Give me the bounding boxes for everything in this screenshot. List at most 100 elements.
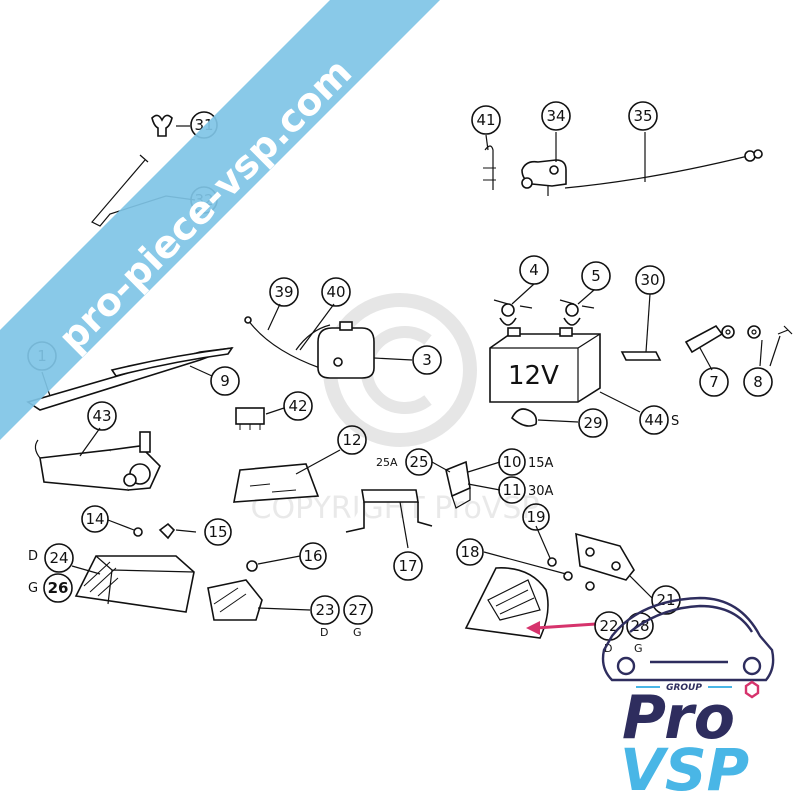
part-42-relay	[235, 407, 285, 430]
callout-27[interactable]: 27	[343, 595, 373, 625]
part-39-hose	[244, 303, 321, 369]
callout-11-label: 11	[502, 481, 521, 499]
callout-17-label: 17	[398, 557, 417, 575]
callout-17[interactable]: 17	[393, 551, 423, 581]
callout-22[interactable]: 22	[594, 611, 624, 641]
part-43-wiper-motor	[34, 427, 161, 491]
part-29-tab	[511, 408, 579, 427]
callout-43[interactable]: 43	[87, 401, 117, 431]
part-21-plate	[575, 532, 653, 599]
part-14-bulb	[107, 519, 143, 537]
callout-5-label: 5	[591, 267, 601, 285]
part-25-fuse-holder	[431, 460, 501, 509]
callout-44-label: 44	[644, 411, 663, 429]
fuse-25a-label: 25A	[376, 456, 398, 469]
callout-42[interactable]: 42	[283, 391, 313, 421]
callout-19-label: 19	[526, 508, 545, 526]
callout-24-label: 24	[49, 549, 68, 567]
callout-40-label: 40	[326, 283, 345, 301]
part-18-bulb	[483, 551, 595, 591]
callout-19[interactable]: 19	[522, 503, 550, 531]
callout-9-label: 9	[220, 372, 230, 390]
side-d-22-label: D	[604, 642, 612, 655]
callout-7-label: 7	[709, 373, 719, 391]
side-g-27-label: G	[353, 626, 362, 639]
website-banner-text: pro-piece-vsp.com	[50, 50, 361, 361]
part-40-hose	[295, 303, 335, 351]
callout-39[interactable]: 39	[269, 277, 299, 307]
part-8-screw	[747, 325, 793, 367]
part-24-headlight	[71, 555, 195, 613]
callout-16-label: 16	[303, 547, 322, 565]
callout-10[interactable]: 10	[498, 448, 526, 476]
fuse-30a-label: 30A	[528, 484, 554, 499]
callout-5[interactable]: 5	[581, 261, 611, 291]
fuse-15a-label: 15A	[528, 456, 554, 471]
battery-voltage-label: 12V	[508, 361, 559, 391]
callout-15[interactable]: 15	[204, 518, 232, 546]
callout-15-label: 15	[208, 523, 227, 541]
callout-4[interactable]: 4	[519, 255, 549, 285]
callout-34-label: 34	[546, 107, 565, 125]
part-41-hook-rod	[483, 134, 496, 190]
callout-44[interactable]: 44	[639, 405, 669, 435]
part-5-terminal	[559, 289, 595, 326]
callout-35[interactable]: 35	[628, 101, 658, 131]
logo-vsp-text: VSP	[620, 736, 749, 800]
car-outline-icon	[601, 596, 775, 682]
side-d-23-label: D	[320, 626, 328, 639]
part-35-cable	[564, 132, 763, 189]
part-44-battery: 12V	[489, 327, 641, 413]
callout-4-label: 4	[529, 261, 539, 279]
provsp-logo: GROUP Pro VSP	[601, 596, 775, 800]
callout-26-label: 26	[48, 579, 69, 597]
part-19-bulb-holder	[535, 525, 557, 567]
callout-25[interactable]: 25	[405, 448, 433, 476]
side-g-26-label: G	[28, 581, 38, 596]
side-d-24-label: D	[28, 549, 38, 564]
part-9-wiper-blade	[110, 346, 234, 377]
callout-30[interactable]: 30	[635, 265, 665, 295]
part-22-tail-light	[464, 567, 549, 639]
callout-9[interactable]: 9	[210, 366, 240, 396]
part-7-clip	[684, 324, 735, 371]
callout-3[interactable]: 3	[412, 345, 442, 375]
callout-26[interactable]: 26	[43, 573, 73, 603]
logo-pro-text: Pro	[622, 683, 735, 753]
callout-23[interactable]: 23	[310, 595, 340, 625]
logo-hexagon-icon	[744, 680, 760, 699]
side-g-28-label: G	[634, 642, 643, 655]
callout-22-label: 22	[599, 617, 618, 635]
callout-39-label: 39	[274, 283, 293, 301]
callout-11[interactable]: 11	[498, 476, 526, 504]
callout-41-label: 41	[476, 111, 495, 129]
callout-34[interactable]: 34	[541, 101, 571, 131]
callout-12-label: 12	[342, 431, 361, 449]
part-4-terminal	[493, 283, 535, 326]
part-16-bulb	[246, 555, 301, 572]
callout-14[interactable]: 14	[81, 505, 109, 533]
part-15-clip	[158, 522, 197, 540]
callout-24[interactable]: 24	[44, 543, 74, 573]
callout-12[interactable]: 12	[337, 425, 367, 455]
callout-3-label: 3	[422, 351, 432, 369]
callout-43-label: 43	[92, 407, 111, 425]
callout-29[interactable]: 29	[578, 408, 608, 438]
callout-16[interactable]: 16	[299, 542, 327, 570]
callout-41[interactable]: 41	[471, 105, 501, 135]
callout-42-label: 42	[288, 397, 307, 415]
part-3-washer-reservoir	[317, 321, 413, 379]
callout-35-label: 35	[633, 107, 652, 125]
callout-8-label: 8	[753, 373, 763, 391]
part-34-lock-mechanism	[521, 132, 567, 196]
callout-18-label: 18	[460, 543, 479, 561]
callout-44-suffix: S	[671, 414, 679, 429]
callout-8[interactable]: 8	[743, 367, 773, 397]
callout-18[interactable]: 18	[456, 538, 484, 566]
tail-light-pointer-arrow	[526, 621, 597, 635]
callout-23-label: 23	[315, 601, 334, 619]
callout-7[interactable]: 7	[699, 367, 729, 397]
callout-40[interactable]: 40	[321, 277, 351, 307]
